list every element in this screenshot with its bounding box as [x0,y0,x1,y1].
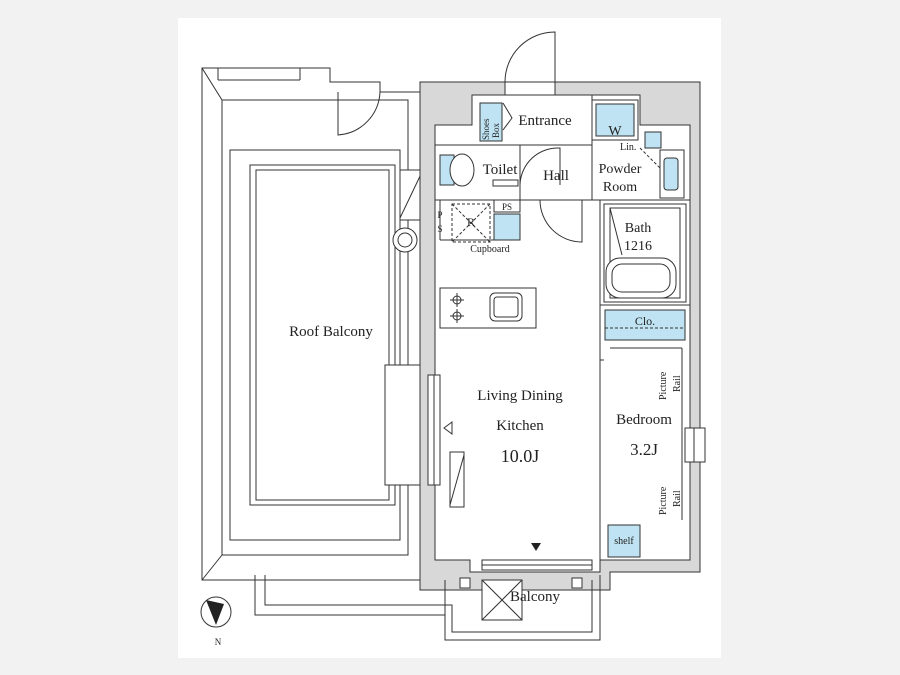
picture-rail-top-label-1: Picture [658,371,669,400]
north-label: N [215,637,222,647]
powder-sink [659,149,685,199]
cupboard-label: Cupboard [470,244,509,255]
gas-stove-icon [450,293,464,323]
bath-label: Bath [625,221,651,236]
picture-rail-bottom-label-2: Rail [672,490,683,507]
ps-label: PS [502,202,512,212]
entrance-marker-icon [531,543,541,551]
balcony-area [254,575,601,641]
sink-icon [489,292,523,322]
kitchen-label: Kitchen [496,418,544,434]
living-dining-label: Living Dining [477,388,563,404]
bedroom-shelf [607,524,641,558]
toilet-door-icon [519,147,561,186]
washer-label: W [608,124,622,139]
bedroom-label: Bedroom [616,412,672,428]
refrigerator-label: R [467,215,475,229]
refrigerator-space [451,203,491,243]
picture-rail-bottom-label-1: Picture [658,486,669,515]
washer: W [591,99,639,141]
bath-size-label: 1216 [624,239,652,254]
hall-door-icon [539,199,583,243]
powder-room-label-2: Room [603,180,637,195]
ps-box [493,199,521,213]
picture-rail-top-label-2: Rail [672,375,683,392]
entrance-label: Entrance [518,113,572,129]
bathtub-icon [605,257,677,299]
toilet-fixture [439,153,475,187]
shoes-box: Shoes Box [479,102,503,142]
ps-left-label-p: P [437,210,442,220]
shelf-label: shelf [614,536,634,547]
closet [604,309,686,341]
compass-icon [200,596,232,628]
closet-label: Clo. [635,314,655,328]
bathroom [603,203,687,303]
bedroom-window [684,427,706,463]
cupboard [493,213,521,241]
roof-balcony-area [201,67,424,581]
hall-label: Hall [543,168,569,184]
toilet-shelf [492,179,519,187]
living-sliding-door [481,559,593,571]
bedroom-size-label: 3.2J [630,440,658,459]
shoebox-door-icon [502,102,513,131]
shoes-box-label-2: Box [491,122,501,138]
balcony-label: Balcony [510,589,560,605]
roof-balcony-label: Roof Balcony [289,324,373,340]
window-marker-icon [443,421,453,435]
living-window [427,374,441,486]
shoes-box-label-1: Shoes [481,118,491,140]
linen-box [644,131,662,149]
entrance-door [504,31,556,96]
living-size-label: 10.0J [501,446,540,466]
ps-left-label-s: S [437,224,442,234]
toilet-label: Toilet [483,162,519,178]
powder-room-label-1: Powder [599,162,642,177]
kitchen-counter [439,287,537,329]
tv-stand [449,451,465,508]
linen-label: Lin. [620,142,636,153]
